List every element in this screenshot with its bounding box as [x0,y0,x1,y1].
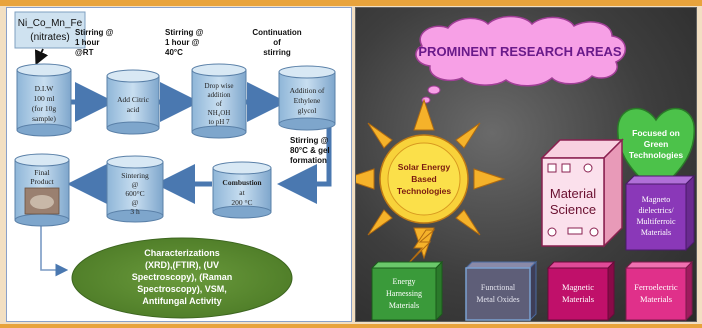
cylinder-combustion-line1: Combustion [222,178,262,187]
cylinder-nh4oh: Drop wise addition of NH₄OH to pH 7 [191,63,247,139]
step-label-1-line3: @RT [75,48,94,57]
step-label-3-line1: Continuation [252,28,301,37]
step-label-4-line3: formation [290,156,327,165]
cylinder-diw-line2: 100 ml [33,94,54,103]
start-box: Ni_Co_Mn_Fe (nitrates) [14,11,86,49]
cylinder-diw-line1: D.I.W [35,84,55,93]
research-areas-diagram: PROMINENT RESEARCH AREAS Focused on Gree… [356,15,696,321]
cylinder-combustion-line2: at [239,188,245,197]
energy-line1: Energy [393,277,416,286]
start-arrow [34,48,49,66]
box-energy-harnessing: Energy Harnessing Materials [370,260,444,321]
step-label-1-line1: Stirring @ [75,28,114,37]
cylinder-citric-line1: Add Citric [117,95,150,104]
step-label-4-line1: Stirring @ [290,136,329,145]
energy-line2: Harnessing [386,289,422,298]
step-label-3-line2: of [273,38,281,47]
cylinder-ethylene-glycol: Addition of Ethylene glycol [278,65,336,131]
cylinder-diw-line4: sample) [32,114,56,123]
synthesis-flowchart: Ni_Co_Mn_Fe (nitrates) D.I.W 100 ml (for… [14,11,336,319]
cylinder-eg-line3: glycol [298,106,317,115]
step-labels: Stirring @ 1 hour @RT Stirring @ 1 hour … [75,28,330,165]
functional-line1: Functional [481,283,516,292]
cylinder-sintering-line3: 600°C [125,189,144,198]
step-label-2-line1: Stirring @ [165,28,204,37]
cylinder-diw-line3: (for 10g [32,104,57,113]
cylinder-citric-line2: acid [127,105,140,114]
arrow-to-characterization [40,220,69,277]
cylinder-final-line1: Final [34,168,49,177]
cylinder-final-product: Final Product [14,153,70,227]
box-ferroelectric-materials: Ferroelectric Materials [624,260,694,321]
material-science-cube: Material Science [540,138,624,248]
sun-line2: Based [411,174,437,184]
magneto-line3: Multiferroic [636,217,676,226]
start-box-line2: (nitrates) [30,32,69,43]
box-magneto-dielectrics: Magneto dielectrics/ Multiferroic Materi… [624,174,696,252]
sun-line1: Solar Energy [398,162,451,172]
step-label-2-line3: 40°C [165,48,183,57]
characterization-line1: Characterizations [144,248,220,258]
cylinder-final-line2: Product [30,177,54,186]
bottom-border [0,324,702,328]
cylinder-nh4oh-line1: Drop wise [205,82,234,90]
cylinder-citric-acid: Add Citric acid [106,69,160,135]
cylinder-diw: D.I.W 100 ml (for 10g sample) [16,63,72,137]
title-text: PROMINENT RESEARCH AREAS [418,44,622,59]
functional-line2: Metal Oxides [476,295,519,304]
material-line2: Science [550,202,596,217]
box-magnetic-materials: Magnetic Materials [546,260,616,321]
characterization-line3: Spectroscopy), (Raman [132,272,233,282]
cylinder-nh4oh-line3: of [216,100,223,108]
characterization-line4: Spectroscopy), VSM, [137,284,227,294]
cloud-bubble-1 [427,85,441,95]
green-technologies-heart: Focused on Green Technologies [617,107,695,193]
top-border [0,0,702,6]
magneto-line2: dielectrics/ [638,206,674,215]
energy-line3: Materials [389,301,419,310]
cylinder-nh4oh-line5: to pH 7 [209,118,231,126]
cylinder-nh4oh-line4: NH₄OH [208,109,231,117]
cylinder-sintering: Sintering @ 600°C @ 3 h [106,155,164,223]
ferroelectric-line1: Ferroelectric [634,282,678,292]
sun-shape: Solar Energy Based Technologies [356,98,506,260]
sun-line3: Technologies [397,186,451,196]
green-line3: Technologies [629,150,683,160]
cylinder-sintering-line5: 3 h [130,207,140,216]
lightning-bolt-icon [405,229,436,267]
magneto-line1: Magneto [642,195,670,204]
green-line2: Green [644,139,669,149]
start-box-line1: Ni_Co_Mn_Fe [18,18,83,29]
green-line1: Focused on [632,128,680,138]
cylinder-sintering-line1: Sintering [121,171,149,180]
magnetic-line2: Materials [562,294,594,304]
cylinder-combustion: Combustion at 200 °C [212,161,272,219]
cylinder-sintering-line4: @ [132,198,139,207]
cylinder-eg-line1: Addition of [290,86,325,95]
cylinder-sintering-line2: @ [132,180,139,189]
title-cloud: PROMINENT RESEARCH AREAS [415,15,626,104]
cylinder-combustion-line3: 200 °C [231,198,252,207]
step-label-4-line2: 80°C & gel [290,146,330,155]
product-photo-sample [30,195,54,209]
material-line1: Material [550,186,596,201]
ferroelectric-line2: Materials [640,294,672,304]
box-functional-metal-oxides: Functional Metal Oxides [464,260,538,321]
step-label-2-line2: 1 hour @ [165,38,200,47]
cylinder-nh4oh-line2: addition [208,91,231,99]
step-label-3-line3: stirring [263,48,291,57]
characterization-line2: (XRD),(FTIR), (UV [145,260,219,270]
cylinder-eg-line2: Ethylene [294,96,321,105]
characterization-line5: Antifungal Activity [142,296,221,306]
magnetic-line1: Magnetic [562,282,594,292]
synthesis-flowchart-panel: Ni_Co_Mn_Fe (nitrates) D.I.W 100 ml (for… [6,7,352,322]
magneto-line4: Materials [641,228,671,237]
step-label-1-line2: 1 hour [75,38,99,47]
characterization-ellipse: Characterizations (XRD),(FTIR), (UV Spec… [71,237,293,319]
research-areas-panel: PROMINENT RESEARCH AREAS Focused on Gree… [355,7,697,322]
